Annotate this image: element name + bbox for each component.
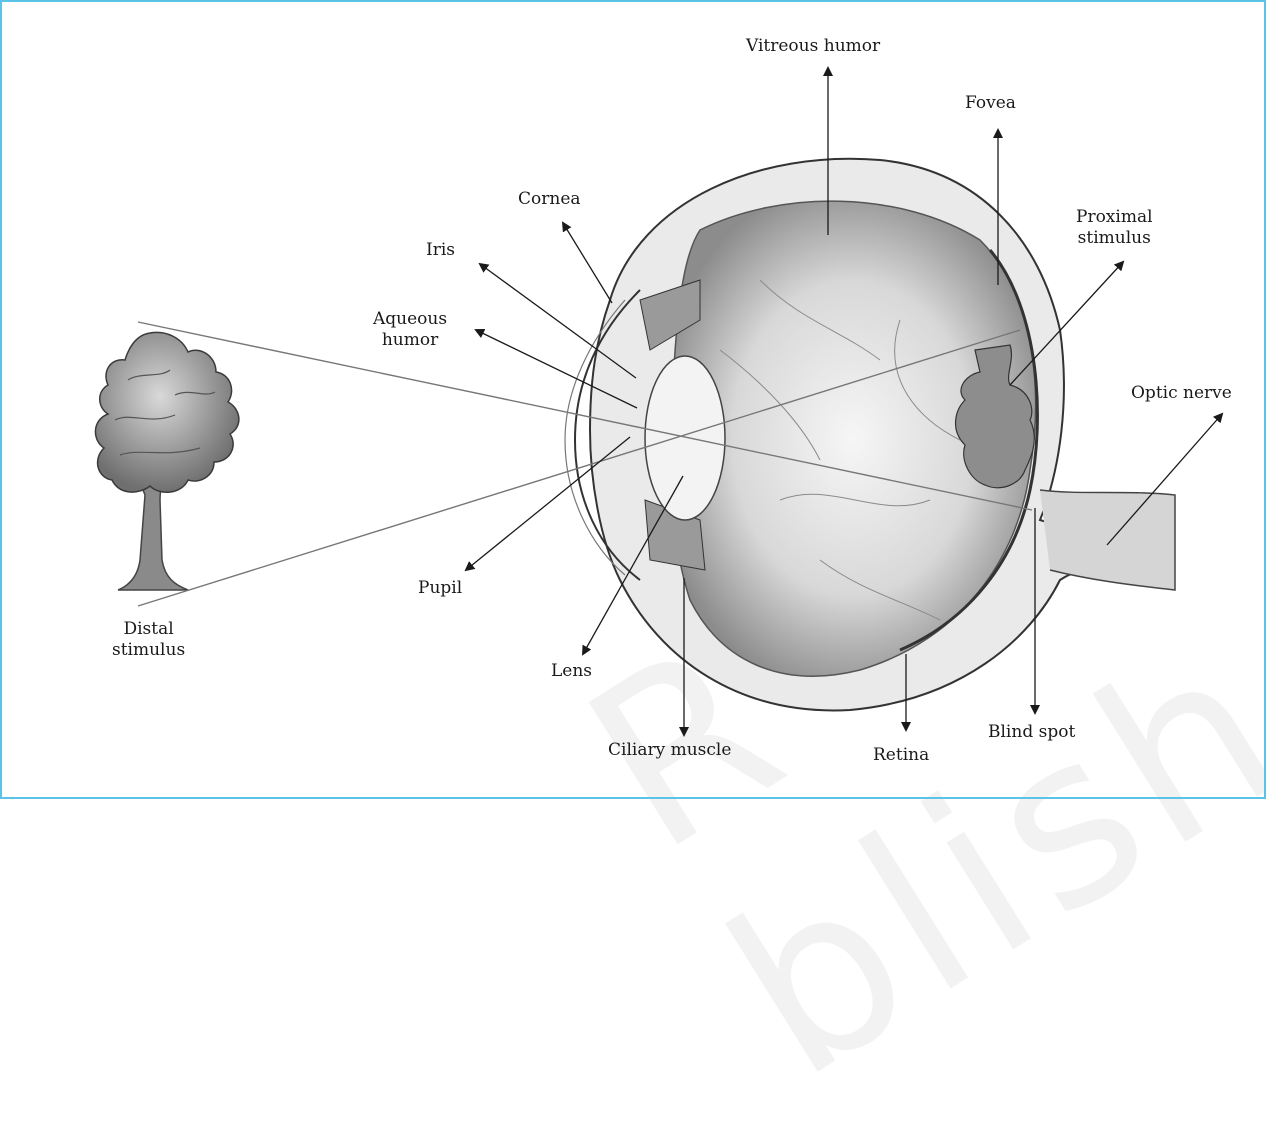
tree-icon bbox=[95, 332, 238, 590]
label-ciliary-muscle: Ciliary muscle bbox=[608, 740, 731, 761]
label-distal-stimulus: Distal stimulus bbox=[112, 619, 185, 661]
label-distal-stimulus-line1: Distal bbox=[112, 619, 185, 640]
figure-frame: R blish bbox=[0, 0, 1266, 799]
label-proximal-stimulus-line1: Proximal bbox=[1076, 207, 1153, 228]
label-blind-spot: Blind spot bbox=[988, 722, 1075, 743]
label-proximal-stimulus: Proximal stimulus bbox=[1076, 207, 1153, 249]
label-optic-nerve: Optic nerve bbox=[1131, 383, 1232, 404]
label-vitreous-humor: Vitreous humor bbox=[746, 36, 880, 57]
arrow-cornea bbox=[563, 223, 612, 303]
label-fovea: Fovea bbox=[965, 93, 1016, 114]
label-iris: Iris bbox=[426, 240, 455, 261]
label-pupil: Pupil bbox=[418, 578, 462, 599]
label-retina: Retina bbox=[873, 745, 929, 766]
label-aqueous-humor-line2: humor bbox=[373, 330, 447, 351]
label-cornea: Cornea bbox=[518, 189, 581, 210]
label-distal-stimulus-line2: stimulus bbox=[112, 640, 185, 661]
label-proximal-stimulus-line2: stimulus bbox=[1076, 228, 1153, 249]
label-aqueous-humor: Aqueous humor bbox=[373, 309, 447, 351]
label-aqueous-humor-line1: Aqueous bbox=[373, 309, 447, 330]
label-lens: Lens bbox=[551, 661, 592, 682]
eye-diagram bbox=[0, 0, 1266, 799]
